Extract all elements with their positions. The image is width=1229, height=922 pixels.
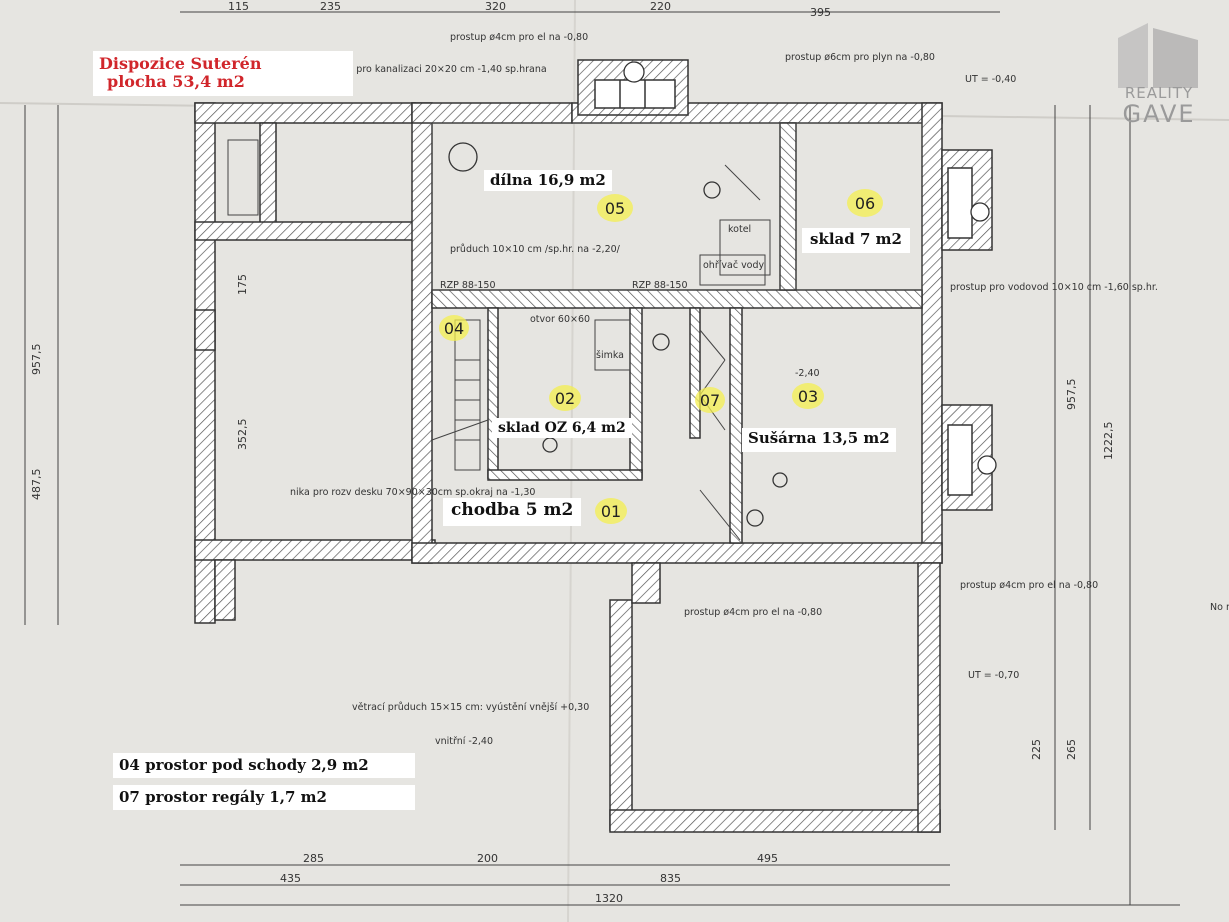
dim-left: 352,5 (236, 419, 249, 451)
dim-bottom: 435 (280, 872, 301, 885)
dim-bottom: 285 (303, 852, 324, 865)
note-prostup-top: prostup ø4cm pro el na -0,80 (450, 32, 588, 43)
room-label-dilna: dílna 16,9 m2 (484, 170, 612, 192)
note-kotel: kotel (728, 224, 751, 235)
note-kanalizace: 2× prostup pro kanalizaci 20×20 cm -1,40… (300, 64, 547, 75)
room-number-01: 01 (601, 502, 621, 521)
dim-top: 220 (650, 0, 671, 13)
room-label-chodba: chodba 5 m2 (443, 498, 582, 526)
note-ut-right: UT = -0,70 (968, 670, 1019, 681)
room-number-03: 03 (798, 387, 818, 406)
dim-top: 320 (485, 0, 506, 13)
paper-fold (567, 0, 576, 922)
room-label-susarna: Sušárna 13,5 m2 (742, 428, 896, 453)
dim-left: 175 (236, 274, 249, 295)
note-vodovod: prostup pro vodovod 10×10 cm -1,60 sp.hr… (950, 282, 1158, 293)
dim-top: 235 (320, 0, 341, 13)
dim-bottom: 1320 (595, 892, 623, 905)
dimension-lines (24, 11, 1180, 906)
room-number-05: 05 (605, 199, 625, 218)
dim-left: 957,5 (30, 344, 43, 376)
dim-top: 115 (228, 0, 249, 13)
walls (194, 59, 993, 833)
room-number-07: 07 (700, 391, 720, 410)
room-label-sklad-oz: sklad OZ 6,4 m2 (492, 418, 632, 439)
room-number-highlights (439, 189, 883, 524)
legend-line-2: 07 prostor regály 1,7 m2 (113, 785, 415, 811)
dim-right: 957,5 (1065, 379, 1078, 411)
note-level: -2,40 (795, 368, 820, 379)
note-vnitrni: vnitřní -2,40 (435, 736, 493, 747)
note-ohrivac: ohřívač vody (703, 260, 765, 271)
note-prostup-mid: prostup ø4cm pro el na -0,80 (684, 607, 822, 618)
note-rzp: RZP 88-150 (632, 280, 688, 291)
legend-line-1: 04 prostor pod schody 2,9 m2 (113, 753, 415, 779)
note-pruduch: průduch 10×10 cm /sp.hr. na -2,20/ (450, 244, 621, 255)
room-number-04: 04 (444, 319, 464, 338)
dim-left: 487,5 (30, 469, 43, 501)
note-otvor: otvor 60×60 (530, 314, 590, 325)
dim-right: 1222,5 (1102, 422, 1115, 461)
note-edge: No no tl. (1210, 602, 1229, 613)
dim-right: 225 (1030, 739, 1043, 760)
watermark-line1: REALITY (1124, 84, 1194, 102)
total-area: plocha 53,4 m2 (107, 72, 245, 92)
dim-bottom: 200 (477, 852, 498, 865)
watermark-text: REALITY GAVE (1110, 84, 1208, 128)
fixtures (448, 61, 997, 527)
interior-lines (227, 122, 923, 541)
note-prostup-right: prostup ø4cm pro el na -0,80 (960, 580, 1098, 591)
dim-right: 265 (1065, 739, 1078, 760)
page-title: Dispozice Suterén (99, 54, 262, 73)
note-simka: šimka (596, 350, 624, 361)
note-prostup-plyn: prostup ø6cm pro plyn na -0,80 (785, 52, 935, 63)
dim-top: 395 (810, 6, 831, 19)
title-box: Dispozice Suterén plocha 53,4 m2 (93, 51, 353, 96)
dim-bottom: 835 (660, 872, 681, 885)
room-number-06: 06 (855, 194, 875, 213)
dim-bottom: 495 (757, 852, 778, 865)
watermark-line2: GAVE (1122, 99, 1196, 128)
watermark-logo-icon (1118, 23, 1198, 88)
note-rzp: RZP 88-150 (440, 280, 496, 291)
note-vetraci: větrací průduch 15×15 cm: vyústění vnějš… (352, 702, 589, 713)
room-label-sklad: sklad 7 m2 (802, 228, 910, 254)
note-ut-top: UT = -0,40 (965, 74, 1016, 85)
room-number-02: 02 (555, 389, 575, 408)
note-nika: nika pro rozv desku 70×90×30cm sp.okraj … (290, 487, 535, 498)
